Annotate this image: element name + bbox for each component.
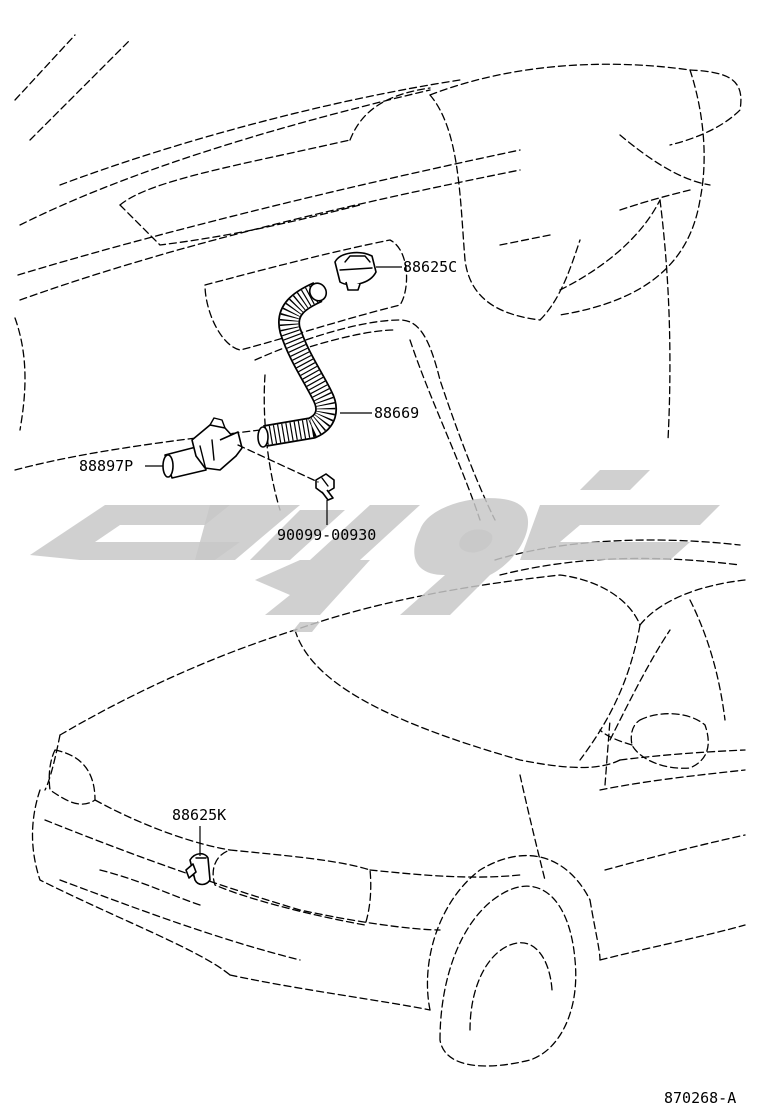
watermark-logo bbox=[30, 470, 720, 632]
part-labels: 88625C 88669 88897P 90099-00930 88625K 8… bbox=[79, 258, 736, 1107]
part-90099-00930-screw bbox=[315, 473, 335, 501]
leader-lines bbox=[145, 266, 402, 856]
dashboard-outline bbox=[14, 34, 742, 521]
figure-code: 870268-A bbox=[664, 1089, 736, 1107]
part-88625k-sensor bbox=[185, 852, 211, 886]
part-88625c-sensor bbox=[334, 251, 377, 291]
car-body-outline bbox=[31, 539, 746, 1067]
label-88897p: 88897P bbox=[79, 457, 133, 475]
label-90099-00930: 90099-00930 bbox=[277, 526, 376, 544]
label-88669: 88669 bbox=[374, 404, 419, 422]
label-88625k: 88625K bbox=[172, 806, 226, 824]
part-88897p-aspirator bbox=[162, 417, 243, 479]
label-88625c: 88625C bbox=[403, 258, 457, 276]
part-88669-hose bbox=[257, 281, 338, 448]
